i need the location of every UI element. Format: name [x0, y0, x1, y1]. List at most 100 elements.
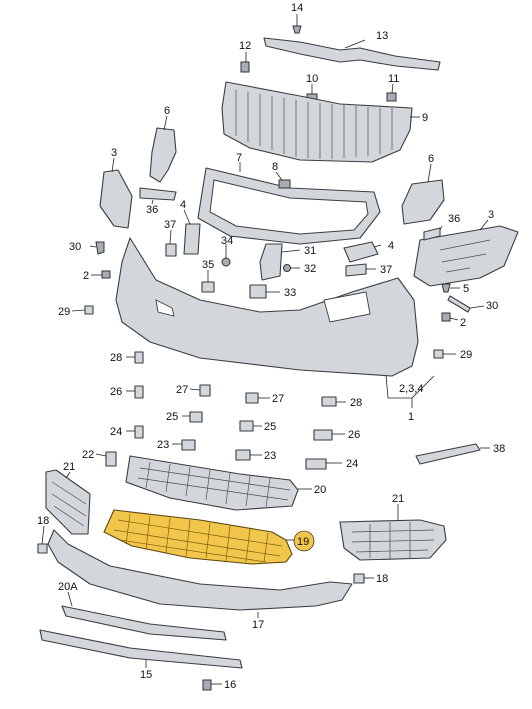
part-36-left-bracket [139, 187, 177, 201]
label-29a: 29 [58, 306, 70, 318]
part-26-clip-b [313, 429, 333, 441]
label-28b: 28 [350, 397, 362, 409]
part-2-left-nut [101, 270, 111, 279]
label-26a: 26 [110, 386, 122, 398]
label-24b: 24 [346, 458, 358, 470]
label-34: 34 [221, 235, 233, 247]
label-15: 15 [140, 669, 152, 681]
part-18-right-clip [353, 573, 365, 584]
part-25-clip [189, 411, 203, 423]
part-28-clip-b [321, 396, 337, 407]
label-24a: 24 [110, 426, 122, 438]
part-20-lower-grille [125, 455, 299, 511]
label-23b: 23 [264, 450, 276, 462]
label-20: 20 [314, 484, 326, 496]
callout-labels: 14 13 12 10 11 9 6 3 7 8 6 36 36 3 4 37 … [37, 2, 505, 691]
label-25b: 25 [264, 421, 276, 433]
part-20a-trim-strip [61, 605, 227, 641]
highlight-badge-19 [293, 530, 315, 552]
part-36-right-bracket [423, 227, 441, 241]
label-27a: 27 [176, 384, 188, 396]
part-28-clip [134, 351, 144, 364]
label-35: 35 [202, 259, 214, 271]
part-3-right-guide [413, 225, 519, 287]
part-17-lower-spoiler [47, 529, 353, 611]
part-18-left-clip [37, 543, 48, 554]
part-6-right-bracket [401, 179, 445, 225]
label-20a: 20A [58, 581, 78, 593]
part-30-right-strip [447, 295, 471, 313]
part-34-rivet [221, 257, 231, 267]
label-36a: 36 [146, 204, 158, 216]
part-23-clip-b [235, 449, 251, 461]
label-29b: 29 [460, 349, 472, 361]
part-4-right-bracket [343, 241, 379, 263]
part-31-bracket [259, 243, 283, 281]
label-2b: 2 [460, 317, 466, 329]
label-30b: 30 [486, 300, 498, 312]
label-16: 16 [224, 679, 236, 691]
label-8: 8 [272, 161, 278, 173]
label-3b: 3 [488, 209, 494, 221]
label-21a: 21 [63, 461, 75, 473]
label-6a: 6 [164, 105, 170, 117]
label-18b: 18 [376, 573, 388, 585]
label-2a: 2 [83, 270, 89, 282]
part-14-clip [292, 25, 302, 34]
part-13-grille-cover-strip [263, 37, 441, 71]
label-12: 12 [239, 40, 251, 52]
part-29-right-clip [433, 349, 444, 359]
part-7-grille-trim-frame [197, 167, 381, 245]
label-23a: 23 [157, 439, 169, 451]
part-3-left-guide [99, 169, 133, 229]
part-12-screw [240, 61, 250, 73]
label-3a: 3 [111, 147, 117, 159]
part-24-clip [134, 425, 144, 439]
label-17: 17 [252, 619, 264, 631]
label-4a: 4 [180, 199, 186, 211]
part-15-trim-strip [39, 629, 243, 669]
part-6-left-bracket [149, 127, 177, 183]
part-9-radiator-grille [221, 81, 413, 163]
part-33-clip [249, 284, 267, 299]
part-21-left-side-grille [45, 469, 91, 535]
label-31: 31 [304, 245, 316, 257]
part-37-right-clip [345, 263, 367, 277]
label-234: 2,3,4 [399, 383, 423, 395]
part-23-clip [181, 439, 196, 451]
part-5-screw [441, 283, 451, 293]
part-8-emblem-clip [278, 179, 291, 189]
part-27-clip-b [245, 392, 259, 404]
label-30a: 30 [69, 241, 81, 253]
label-27b: 27 [272, 393, 284, 405]
label-22: 22 [82, 449, 94, 461]
label-11: 11 [388, 73, 399, 85]
label-33: 33 [284, 287, 296, 299]
part-29-left-clip [84, 305, 94, 315]
label-1: 1 [408, 411, 414, 423]
part-24-clip-b [305, 458, 327, 470]
part-25-clip-b [239, 420, 254, 432]
label-25a: 25 [166, 411, 178, 423]
label-28a: 28 [110, 352, 122, 364]
part-32-nut [283, 264, 291, 272]
part-26-clip [134, 385, 144, 399]
part-37-left-clip [165, 243, 177, 257]
label-18a: 18 [37, 515, 49, 527]
label-32: 32 [304, 263, 316, 275]
label-19: 19 [297, 536, 309, 548]
label-7: 7 [236, 152, 242, 164]
part-22-clip [105, 451, 117, 467]
label-10: 10 [306, 73, 318, 85]
part-16-screw [202, 679, 212, 691]
part-21-right-side-grille [339, 519, 447, 561]
label-21b: 21 [392, 493, 404, 505]
part-11-clip [386, 92, 397, 102]
label-9: 9 [422, 112, 428, 124]
part-19-highlighted-grille-insert [103, 509, 293, 565]
part-2-right-nut [441, 312, 451, 322]
label-13: 13 [376, 30, 388, 42]
label-37a: 37 [164, 219, 176, 231]
part-27-clip [199, 384, 211, 397]
